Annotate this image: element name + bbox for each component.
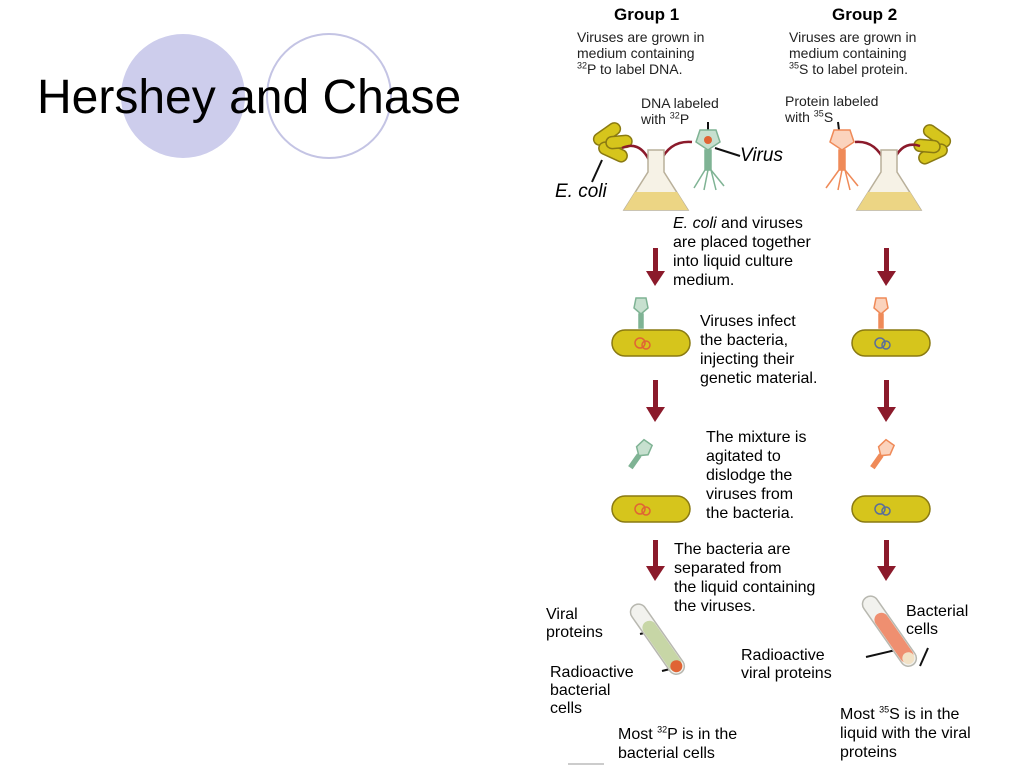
step3-text: The mixture is agitated to dislodge the …	[706, 429, 807, 522]
down-arrow-3-left	[646, 540, 665, 581]
radioactive-bacterial-cells-label: Radioactive bacterial cells	[550, 664, 634, 717]
virus-label: Virus	[740, 145, 783, 166]
flask-group2	[855, 149, 923, 211]
group2-result: Most 35S is in the liquid with the viral…	[840, 704, 971, 761]
bacterium-infected-group1	[611, 329, 691, 357]
down-arrow-3-right	[877, 540, 896, 581]
down-arrow-1-right	[877, 248, 896, 286]
step2-text: Viruses infect the bacteria, injecting t…	[700, 313, 818, 387]
test-tube-group1	[629, 603, 686, 675]
virus-group1	[693, 129, 725, 191]
down-arrow-1-left	[646, 248, 665, 286]
curved-arrow-virus-to-flask-1	[658, 140, 693, 163]
protein-labeled-label: Protein labeled with 35S	[785, 93, 879, 125]
step4-text: The bacteria are separated from the liqu…	[674, 541, 816, 615]
group1-description: Viruses are grown in medium containing 3…	[577, 29, 705, 77]
group1-title: Group 1	[614, 5, 680, 24]
down-arrow-2-left	[646, 380, 665, 422]
bacterium-agitated-group2	[851, 495, 931, 523]
detached-virus-group1	[628, 438, 654, 470]
group2-title: Group 2	[832, 5, 898, 24]
attached-virus-group1	[633, 297, 649, 329]
slide-title: Hershey and Chase	[37, 71, 462, 124]
step1-text: E. coli and viruses are placed together …	[673, 215, 811, 289]
group1-result: Most 32P is in the bacterial cells	[618, 724, 738, 762]
virus-leader	[714, 147, 741, 157]
deco-circle-outline	[266, 33, 392, 159]
ecoli-cluster-group2	[913, 124, 952, 165]
group2-description: Viruses are grown in medium containing 3…	[789, 29, 917, 77]
ecoli-leader	[591, 159, 603, 183]
ecoli-label: E. coli	[555, 181, 607, 202]
ecoli-cluster-group1	[592, 122, 633, 163]
bacterium-infected-group2	[851, 329, 931, 357]
down-arrow-2-right	[877, 380, 896, 422]
virus-group2	[825, 129, 859, 191]
dna-labeled-label: DNA labeled with 32P	[641, 95, 719, 127]
detached-virus-group2	[870, 438, 896, 470]
attached-virus-group2	[873, 297, 889, 329]
flask-group1	[622, 149, 690, 211]
bacterial-cells-label: Bacterial cells	[906, 603, 969, 638]
deco-circle-filled	[121, 34, 245, 158]
bacterium-agitated-group1	[611, 495, 691, 523]
bacterial-cells-leader	[919, 647, 929, 667]
test-tube-group2	[861, 595, 918, 667]
radioactive-viral-proteins-label: Radioactive viral proteins	[741, 647, 832, 682]
viral-proteins-label: Viral proteins	[546, 606, 603, 641]
